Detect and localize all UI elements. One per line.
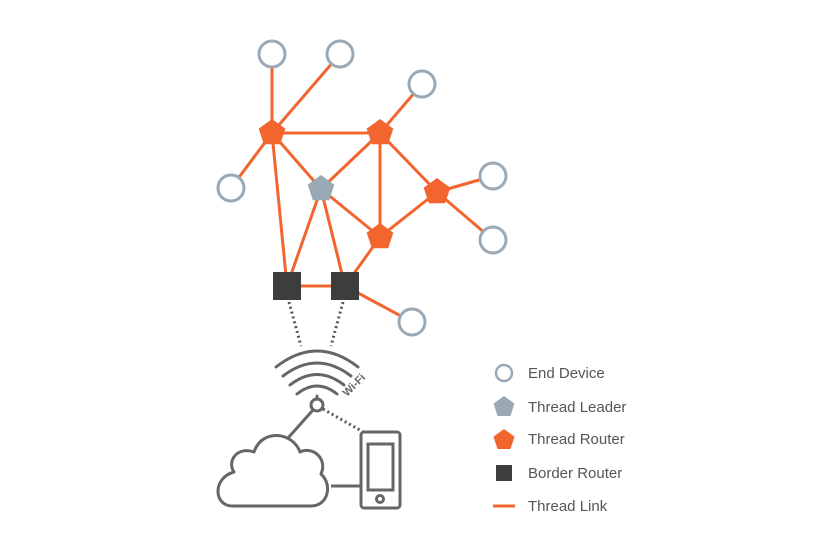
wifi-to-phone-link (322, 407, 366, 435)
thread-routers (258, 119, 451, 249)
end-device-node (478, 161, 508, 191)
end-device-node (478, 225, 508, 255)
thread-router-node (423, 178, 451, 204)
thread-link (319, 131, 382, 191)
thread-link (270, 131, 289, 288)
thread-link (319, 187, 382, 239)
phone-icon (359, 430, 402, 510)
thread-link (285, 187, 323, 288)
thread-link (378, 190, 439, 239)
wifi-label: Wi-Fi (341, 372, 368, 399)
thread-router-node (366, 223, 394, 249)
end-device-node (397, 307, 427, 337)
end-device-node (325, 39, 355, 69)
border-router-node (273, 272, 301, 300)
thread-links (229, 52, 495, 324)
wifi-to-cloud-link (286, 409, 315, 439)
cloud-icon (216, 434, 330, 508)
end-devices (216, 39, 508, 337)
wifi-uplinks (287, 301, 345, 347)
legend-end-device-icon (494, 363, 514, 383)
end-device-node (407, 69, 437, 99)
legend: End Device Thread Leader Thread Router B… (493, 363, 626, 515)
thread-link (319, 187, 347, 288)
thread-link (378, 131, 439, 194)
border-router-node (331, 272, 359, 300)
thread-link (270, 52, 342, 135)
end-device-node (216, 173, 246, 203)
legend-end-device-label: End Device (528, 365, 605, 382)
legend-thread-link-label: Thread Link (528, 498, 608, 515)
legend-border-router-icon (496, 465, 512, 481)
wifi-icon (274, 349, 360, 413)
dotted-link (287, 301, 303, 347)
thread-leader-node (307, 175, 335, 201)
legend-thread-router-icon (493, 429, 515, 449)
legend-thread-leader-label: Thread Leader (528, 399, 626, 416)
dotted-link (329, 301, 345, 347)
border-routers (273, 272, 359, 300)
thread-router-node (258, 119, 286, 145)
thread-router-node (366, 119, 394, 145)
legend-thread-leader-icon (493, 396, 515, 416)
legend-thread-router-label: Thread Router (528, 431, 625, 448)
end-device-node (257, 39, 287, 69)
legend-border-router-label: Border Router (528, 465, 622, 482)
